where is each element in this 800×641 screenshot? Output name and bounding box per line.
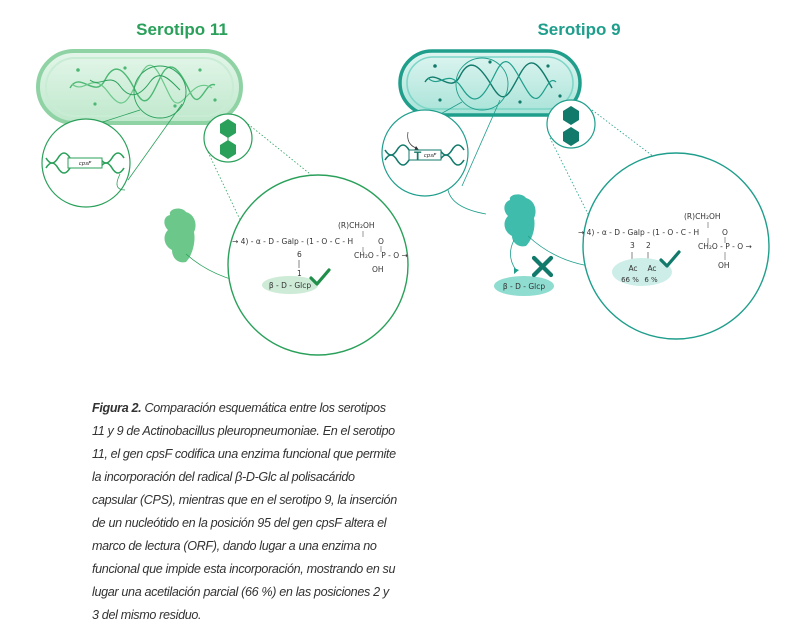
serotype11-panel: Serotipo 11 cpsF	[36, 20, 409, 356]
serotype11-zoom-marker	[133, 65, 187, 119]
cross-icon	[531, 255, 554, 278]
serotype-comparison-diagram: Serotipo 11 cpsF	[36, 20, 770, 356]
serotype9-gene-zoom: T cpsF	[381, 109, 469, 197]
serotype9-ac1: Ac	[628, 264, 637, 273]
serotype11-enzyme-shape	[164, 208, 196, 263]
serotype9-oh: OH	[718, 261, 730, 270]
serotype11-residue: β - D - Glcp	[269, 281, 312, 290]
serotype9-structure-zoom: → 4) - α - D - Galp - (1 - O - C - H (R)…	[578, 152, 770, 340]
serotype9-sugar-zoom	[546, 99, 596, 149]
serotype11-structure-zoom: → 4) - α - D - Galp - (1 - O - C - H (R)…	[227, 174, 409, 356]
serotype11-oh: OH	[372, 265, 384, 274]
serotype9-pos3: 3	[630, 241, 635, 250]
figure-caption: Figura 2. Comparación esquemática entre …	[92, 397, 397, 627]
serotype9-residue: β - D - Glcp	[503, 282, 546, 291]
serotype9-gene-label: cpsF	[424, 153, 437, 159]
serotype11-gene-zoom: cpsF	[41, 118, 131, 208]
serotype11-o-double: O	[378, 237, 384, 246]
caption-label: Figura 2.	[92, 401, 142, 415]
serotype9-enzyme-shape	[504, 194, 536, 247]
serotype11-rch2oh: (R)CH₂OH	[338, 221, 375, 230]
serotype9-o-double: O	[722, 228, 728, 237]
serotype11-pos6: 6	[297, 250, 302, 259]
serotype9-panel: Serotipo 9 T cpsF	[381, 20, 770, 340]
serotype11-ch2o: CH₂O - P - O →	[354, 251, 408, 260]
caption-text: Comparación esquemática entre los seroti…	[92, 401, 397, 622]
serotype11-bacterium	[36, 49, 243, 125]
serotype11-title: Serotipo 11	[136, 20, 228, 39]
serotype9-pct2: 6 %	[644, 276, 658, 284]
serotype9-rch2oh: (R)CH₂OH	[684, 212, 721, 221]
serotype11-pos1: 1	[297, 269, 302, 278]
serotype9-pct1: 66 %	[621, 276, 639, 284]
serotype11-sugar-zoom	[203, 113, 253, 163]
serotype9-blocked-residue: β - D - Glcp	[494, 255, 554, 296]
serotype9-bacterium	[398, 49, 582, 117]
serotype9-zoom-marker	[455, 57, 509, 111]
serotype9-title: Serotipo 9	[537, 20, 620, 39]
check-icon	[659, 250, 681, 268]
serotype11-chain: → 4) - α - D - Galp - (1 - O - C - H	[232, 237, 353, 246]
serotype9-pos2: 2	[646, 241, 651, 250]
check-icon	[309, 268, 331, 286]
serotype9-ac2: Ac	[647, 264, 656, 273]
serotype9-chain: → 4) - α - D - Galp - (1 - O - C - H	[578, 228, 699, 237]
serotype9-ch2o: CH₂O - P - O →	[698, 242, 752, 251]
serotype11-gene-label: cpsF	[79, 161, 92, 167]
serotype9-insertion-label: T	[414, 149, 422, 163]
